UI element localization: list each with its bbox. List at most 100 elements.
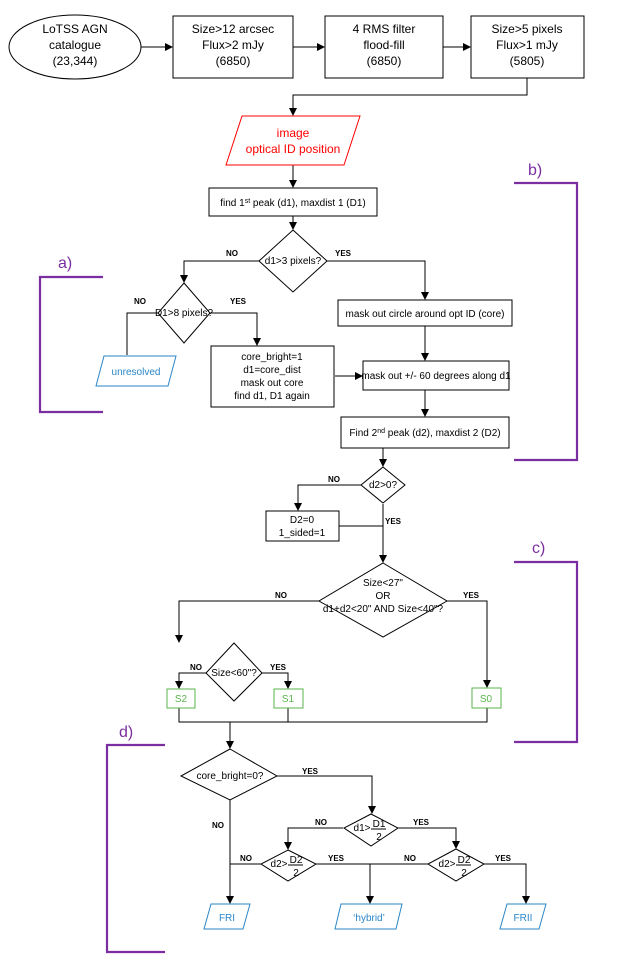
output-hybrid: ‘hybrid’ [334,903,403,930]
decision-core-bright: core_bright=0? [179,748,279,801]
label-yes: YES [385,517,402,526]
output-unresolved: unresolved [95,355,177,387]
svg-text:Size>5 pixels: Size>5 pixels [491,22,562,36]
svg-text:mask out +/- 60 degrees along: mask out +/- 60 degrees along d1 [361,371,511,382]
svg-text:‘hybrid’: ‘hybrid’ [353,913,385,924]
label-no: NO [404,854,416,863]
svg-text:d1>: d1> [354,823,371,834]
decision-d2-gt-0: d2>0? [360,466,406,504]
class-s2: S2 [166,688,196,709]
svg-text:4 RMS filter: 4 RMS filter [353,22,416,36]
label-no: NO [190,663,202,672]
svg-text:Size<60"?: Size<60"? [211,668,257,679]
svg-text:flood-fill: flood-fill [363,38,404,52]
label-no: NO [275,591,287,600]
node-cut-size5: Size>5 pixels Flux>1 mJy (5805) [470,15,585,79]
svg-text:OR: OR [376,591,391,602]
decision-d1-gt-3: d1>3 pixels? [258,229,328,293]
section-bracket-c [514,560,579,744]
svg-text:(23,344): (23,344) [53,54,98,68]
decision-D1-gt-8: D1>8 pixels? [155,282,214,344]
label-no: NO [226,249,238,258]
decision-d2-ratio-right: d2> D2 2 [426,848,486,882]
label-yes: YES [495,854,512,863]
label-no: NO [328,475,340,484]
connectors [126,43,528,361]
label-yes: YES [463,591,480,600]
svg-text:2: 2 [376,832,382,843]
section-label-a: a) [58,255,72,272]
node-mask-core: mask out circle around opt ID (core) [337,299,513,327]
svg-text:2: 2 [293,868,299,879]
node-start: LoTSS AGN catalogue (23,344) [8,14,142,80]
decision-size: Size<27" OR d1+d2<20" AND Size<40"? [318,562,448,638]
svg-text:d2>: d2> [439,859,456,870]
decision-d2-ratio-left: d2> D2 2 [259,849,318,882]
class-s0: S0 [471,687,502,709]
svg-text:optical ID position: optical ID position [246,142,341,156]
svg-text:(5805): (5805) [510,54,545,68]
svg-text:find d1, D1 again: find d1, D1 again [234,391,310,402]
connectors-main [175,372,530,904]
node-rms-filter: 4 RMS filter flood-fill (6850) [324,15,444,79]
svg-text:core_bright=1: core_bright=1 [241,352,303,363]
node-find-second-peak: Find 2nd peak (d2), maxdist 2 (D2) [340,416,510,449]
svg-text:D1: D1 [373,819,386,830]
section-bracket-b [514,181,579,462]
svg-text:(6850): (6850) [367,54,402,68]
svg-text:LoTSS AGN: LoTSS AGN [42,22,107,36]
svg-text:Size<27": Size<27" [363,578,403,589]
svg-text:FRI: FRI [219,913,235,924]
svg-text:S1: S1 [282,694,295,705]
svg-text:D1>8 pixels?: D1>8 pixels? [155,308,214,319]
node-find-first-peak: find 1st peak (d1), maxdist 1 (D1) [208,187,378,217]
label-no: NO [240,854,252,863]
section-bracket-a [38,275,103,414]
label-yes: YES [230,297,247,306]
label-no: NO [315,818,327,827]
label-yes: YES [413,818,430,827]
node-one-sided: D2=0 1_sided=1 [265,510,340,542]
svg-text:core_bright=0?: core_bright=0? [197,771,264,782]
decision-d1-ratio: d1> D1 2 [343,813,399,847]
section-label-d: d) [119,724,133,741]
svg-text:d2>0?: d2>0? [369,480,398,491]
label-yes: YES [302,767,319,776]
svg-text:FRII: FRII [514,913,533,924]
svg-text:d1>3 pixels?: d1>3 pixels? [265,256,322,267]
svg-text:d2>: d2> [271,859,288,870]
node-mask-60: mask out +/- 60 degrees along d1 [361,360,511,391]
svg-text:D2: D2 [458,855,471,866]
decision-size-60: Size<60"? [205,642,263,702]
svg-text:Flux>2 mJy: Flux>2 mJy [202,38,264,52]
svg-text:mask out circle around opt ID: mask out circle around opt ID (core) [346,309,505,320]
edge-labels: NO YES NO YES NO YES NO YES NO YES YES N… [134,249,512,863]
svg-text:unresolved: unresolved [112,367,161,378]
section-label-c: c) [532,540,545,557]
label-no: NO [134,297,146,306]
svg-text:Flux>1 mJy: Flux>1 mJy [496,38,558,52]
output-frii: FRII [499,903,547,930]
label-no: NO [212,821,224,830]
label-yes: YES [328,854,345,863]
svg-text:find 1st peak (d1), maxdist 1: find 1st peak (d1), maxdist 1 (D1) [220,198,366,210]
svg-text:catalogue: catalogue [49,38,101,52]
svg-text:Find 2nd peak (d2), maxdist 2: Find 2nd peak (d2), maxdist 2 (D2) [349,428,500,440]
svg-text:2: 2 [461,868,467,879]
svg-text:D2: D2 [290,855,303,866]
section-bracket-d [105,743,165,954]
svg-text:S2: S2 [175,694,188,705]
node-input-image: image optical ID position [225,115,361,166]
svg-text:Size>12 arcsec: Size>12 arcsec [192,22,274,36]
svg-text:d1=core_dist: d1=core_dist [243,365,301,376]
label-yes: YES [335,249,352,258]
node-cut-size12: Size>12 arcsec Flux>2 mJy (6850) [172,15,294,79]
svg-text:(6850): (6850) [216,54,251,68]
section-label-b: b) [528,162,542,179]
svg-text:mask out core: mask out core [241,378,304,389]
svg-text:1_sided=1: 1_sided=1 [279,528,326,539]
class-s1: S1 [273,688,304,709]
output-fri: FRI [203,903,251,930]
svg-text:S0: S0 [480,694,493,705]
svg-text:image: image [277,126,310,140]
